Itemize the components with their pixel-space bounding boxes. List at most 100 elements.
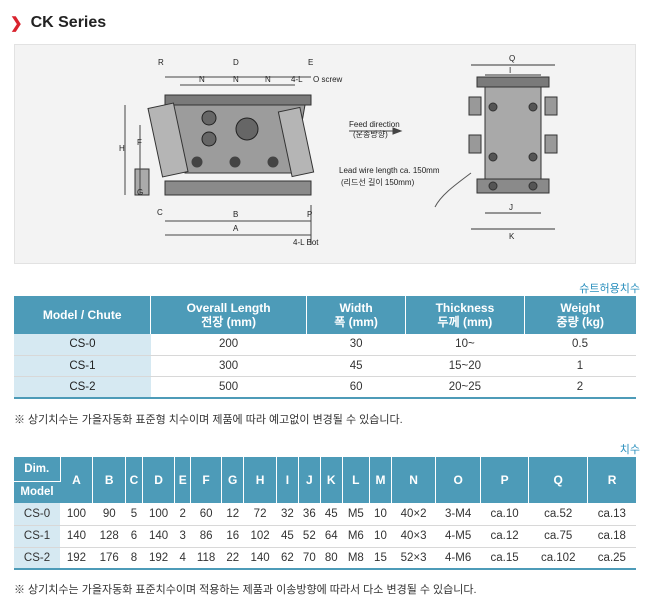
value-cell: 0.5 xyxy=(524,334,636,356)
dim-N2: N xyxy=(233,75,239,84)
value-cell: 15 xyxy=(369,547,392,570)
page-title: CK Series xyxy=(30,14,107,31)
dim-D: D xyxy=(233,58,239,67)
value-cell: ca.12 xyxy=(480,525,529,548)
dim-O-screw: O screw xyxy=(313,75,343,84)
value-cell: 32 xyxy=(276,503,299,526)
value-cell: 86 xyxy=(190,525,222,548)
dim-G: G xyxy=(137,188,143,197)
header-col-q: Q xyxy=(528,457,589,503)
value-cell: 22 xyxy=(221,547,244,570)
value-cell: 4 xyxy=(174,547,191,570)
header-col-h: H xyxy=(243,457,277,503)
model-cell: CS-2 xyxy=(14,376,151,399)
technical-drawing: R D E N N N 4-L O screw H F G C B A P 4-… xyxy=(14,44,636,264)
value-cell: 128 xyxy=(92,525,126,548)
header-model: Model xyxy=(14,481,60,503)
value-cell: 52×3 xyxy=(391,547,436,570)
value-cell: 72 xyxy=(243,503,277,526)
header-col-b: B xyxy=(92,457,127,503)
header-col-o: O xyxy=(435,457,482,503)
header-col-m: M xyxy=(369,457,392,503)
value-cell: 140 xyxy=(60,525,93,548)
value-cell: 80 xyxy=(320,547,343,570)
dim-I: I xyxy=(509,66,511,75)
value-cell: 192 xyxy=(60,547,93,570)
value-cell: 15~20 xyxy=(405,355,525,378)
value-cell: M6 xyxy=(342,525,370,548)
model-cell: CS-0 xyxy=(14,334,151,356)
value-cell: 10~ xyxy=(405,334,525,356)
value-cell: ca.10 xyxy=(480,503,529,526)
value-cell: 10 xyxy=(369,525,392,548)
value-cell: 500 xyxy=(150,376,307,399)
value-cell: 64 xyxy=(320,525,343,548)
chute-caption: 슈트허용치수 xyxy=(579,283,640,295)
value-cell: ca.75 xyxy=(528,525,588,548)
value-cell: 10 xyxy=(369,503,392,526)
value-cell: 40×3 xyxy=(391,525,436,548)
value-cell: 16 xyxy=(221,525,244,548)
header-col-e: E xyxy=(174,457,191,503)
header-col-g: G xyxy=(221,457,245,503)
header-dim: Dim. xyxy=(14,457,61,482)
chute-note: ※ 상기치수는 가을자동화 표준형 치수이며 제품에 따라 예고없이 변경될 수… xyxy=(14,414,403,426)
value-cell: 200 xyxy=(150,334,307,356)
feed-direction-label: Feed direction xyxy=(349,120,400,129)
side-view xyxy=(124,76,315,245)
header-col-d: D xyxy=(142,457,176,503)
value-cell: 176 xyxy=(92,547,126,570)
dim-R: R xyxy=(158,58,164,67)
feed-direction-label-kr: (운송방향) xyxy=(353,129,388,139)
feed-arrow-icon xyxy=(349,127,403,135)
value-cell: 60 xyxy=(190,503,222,526)
dimension-note: ※ 상기치수는 가을자동화 표준치수이며 적용하는 제품과 이송방향에 따라서 … xyxy=(14,584,477,596)
base-plate xyxy=(164,180,312,196)
value-cell: 3 xyxy=(174,525,191,548)
end-view xyxy=(434,64,558,230)
value-cell: 5 xyxy=(125,503,143,526)
value-cell: M8 xyxy=(342,547,370,570)
value-cell: 140 xyxy=(142,525,175,548)
dim-N1: N xyxy=(199,75,205,84)
value-cell: ca.25 xyxy=(587,547,636,570)
value-cell: 45 xyxy=(320,503,343,526)
header-model-chute: Model / Chute xyxy=(14,296,152,334)
value-cell: 100 xyxy=(142,503,175,526)
value-cell: 4-M5 xyxy=(435,525,481,548)
header-col-k: K xyxy=(320,457,343,503)
value-cell: 1 xyxy=(524,355,636,378)
value-cell: ca.13 xyxy=(587,503,636,526)
value-cell: 2 xyxy=(524,376,636,399)
value-cell: 36 xyxy=(298,503,321,526)
value-cell: 45 xyxy=(306,355,406,378)
value-cell: 8 xyxy=(125,547,143,570)
value-cell: 102 xyxy=(243,525,277,548)
model-cell: CS-0 xyxy=(14,503,60,526)
value-cell: ca.18 xyxy=(587,525,636,548)
value-cell: 20~25 xyxy=(405,376,525,399)
value-cell: 4-M6 xyxy=(435,547,481,570)
dim-F: F xyxy=(137,138,142,147)
value-cell: 62 xyxy=(276,547,299,570)
dim-4L: 4-L xyxy=(291,75,303,84)
value-cell: 300 xyxy=(150,355,307,378)
value-cell: 2 xyxy=(174,503,191,526)
header-col-c: C xyxy=(125,457,143,503)
drawing-svg: R D E N N N 4-L O screw H F G C B A P 4-… xyxy=(119,54,558,247)
dim-J: J xyxy=(509,203,513,212)
model-cell: CS-1 xyxy=(14,525,60,548)
section-title: ❯ CK Series xyxy=(10,14,106,32)
dim-4L-bot: 4-L Bot xyxy=(293,238,319,247)
model-cell: CS-2 xyxy=(14,547,60,570)
header-col-j: J xyxy=(298,457,321,503)
header-col-f: F xyxy=(190,457,223,503)
